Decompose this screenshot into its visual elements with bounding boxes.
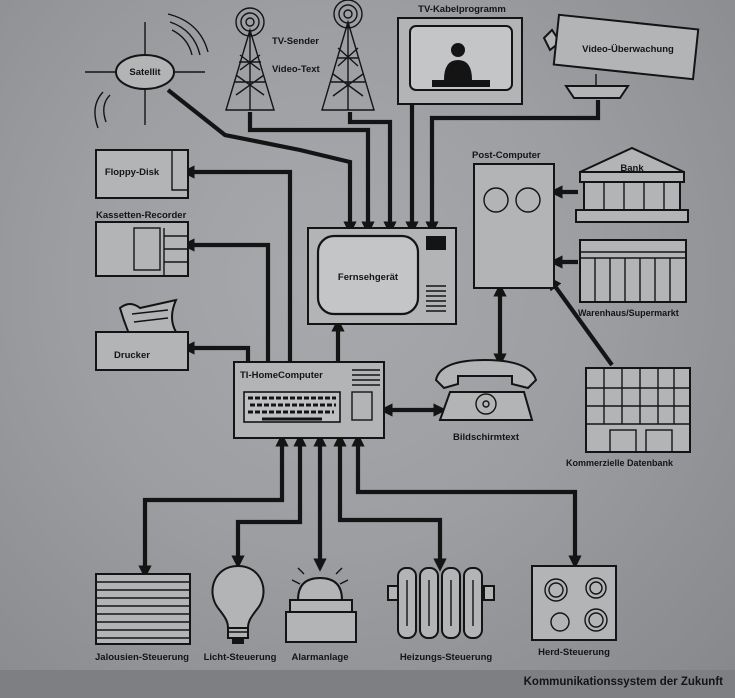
link-videotext-tv <box>347 112 397 235</box>
stove-label: Herd-Steuerung <box>538 647 610 658</box>
link-surveillance-tv <box>425 100 601 235</box>
light-label: Licht-Steuerung <box>204 652 277 663</box>
warehouse-node: Warenhaus/Supermarkt <box>578 239 687 318</box>
blinds-icon <box>95 573 191 645</box>
video-text-label: Video-Text <box>272 64 321 75</box>
bank-label: Bank <box>620 163 644 174</box>
link-computer-heating <box>333 433 447 572</box>
cassette-recorder-node: Kassetten-Recorder <box>95 210 189 277</box>
caption-bar: Kommunikationssystem der Zukunft <box>0 670 735 698</box>
light-bulb-icon <box>211 564 265 644</box>
radiator-icon <box>387 567 495 639</box>
printer-paper-icon <box>118 298 178 338</box>
bank-building-icon <box>575 146 689 223</box>
link-database-post <box>548 276 614 367</box>
home-computer-node: TI-HomeComputer <box>233 361 385 439</box>
video-surveillance-node: Video-Überwachung <box>542 13 700 99</box>
alarm-node: Alarmanlage <box>285 562 357 663</box>
satellite-node: Satellit <box>85 13 209 129</box>
link-computer-printer <box>181 341 251 362</box>
printer-node: Drucker <box>95 298 189 371</box>
videotex-label: Bildschirmtext <box>453 432 520 443</box>
tv-cable-label: TV-Kabelprogramm <box>418 4 506 15</box>
store-building-icon <box>579 239 687 303</box>
tv-set-label: Fernsehgerät <box>338 272 399 283</box>
bank-node: Bank <box>575 146 689 223</box>
cassette-recorder-label: Kassetten-Recorder <box>96 210 187 221</box>
alarm-siren-icon <box>285 562 357 643</box>
link-tvsender-tv <box>247 112 375 235</box>
floppy-disk-label: Floppy-Disk <box>105 167 160 178</box>
printer-label: Drucker <box>114 350 150 361</box>
blinds-node: Jalousien-Steuerung <box>95 573 191 663</box>
radio-tower-icon <box>225 7 275 111</box>
connection-lines <box>138 88 614 579</box>
tv-sender-label: TV-Sender <box>272 36 319 47</box>
link-computer-stove <box>351 433 582 569</box>
camera-icon <box>542 13 700 99</box>
speaker-grille-icon <box>426 285 446 312</box>
home-computer-label: TI-HomeComputer <box>240 370 323 381</box>
tv-cable-node: TV-Kabelprogramm <box>397 4 523 105</box>
video-surveillance-label: Video-Überwachung <box>582 44 674 55</box>
database-node: Kommerzielle Datenbank <box>566 367 691 468</box>
alarm-label: Alarmanlage <box>291 652 348 663</box>
link-computer-blinds <box>138 433 289 579</box>
link-satellite-tv <box>166 88 357 235</box>
videotex-node: Bildschirmtext <box>434 358 538 443</box>
link-computer-floppy <box>181 165 293 362</box>
telephone-icon <box>434 358 538 421</box>
signal-waves-icon <box>94 13 209 129</box>
caption-text: Kommunikationssystem der Zukunft <box>523 676 723 688</box>
floppy-disk-node: Floppy-Disk <box>95 149 189 199</box>
vent-stripes-icon <box>352 369 380 386</box>
keyboard-icon <box>243 391 341 423</box>
blinds-label: Jalousien-Steuerung <box>95 652 189 663</box>
heating-node: Heizungs-Steuerung <box>387 567 495 663</box>
stove-node: Herd-Steuerung <box>531 565 617 658</box>
satellite-label: Satellit <box>129 67 161 78</box>
tape-reels-icon <box>483 187 541 213</box>
office-building-icon <box>585 367 691 453</box>
news-anchor-icon <box>432 43 490 87</box>
post-computer-node: Post-Computer <box>472 150 555 289</box>
tv-sender-node: TV-Sender Video-Text <box>225 0 375 111</box>
tv-set-node: Fernsehgerät <box>307 227 457 325</box>
light-node: Licht-Steuerung <box>204 564 277 663</box>
stove-top-icon <box>531 565 617 641</box>
link-computer-light <box>231 433 307 569</box>
post-computer-label: Post-Computer <box>472 150 541 161</box>
database-label: Kommerzielle Datenbank <box>566 458 674 468</box>
link-computer-cassette <box>181 238 271 362</box>
radio-tower-icon <box>321 0 375 111</box>
warehouse-label: Warenhaus/Supermarkt <box>578 308 679 318</box>
heating-label: Heizungs-Steuerung <box>400 652 493 663</box>
